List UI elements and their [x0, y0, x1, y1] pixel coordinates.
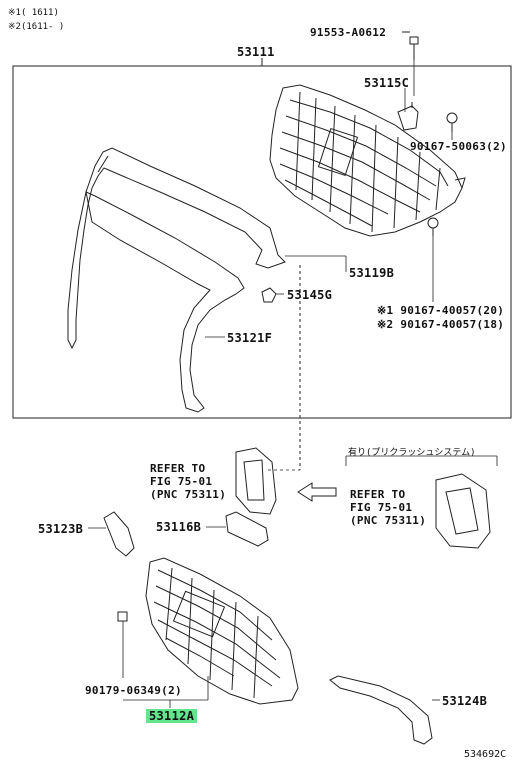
part-label-90167-40057-18[interactable]: ※2 90167-40057(18) — [377, 318, 505, 331]
diagram-id: 534692C — [464, 749, 507, 760]
refer-right-line-3: (PNC 75311) — [350, 514, 427, 527]
part-label-53116b[interactable]: 53116B — [156, 520, 202, 534]
highlighted-part-number[interactable]: 53112A — [146, 709, 198, 723]
main-assembly-frame — [12, 65, 512, 419]
grille-53111-drawing — [269, 84, 466, 237]
clip-53145g-drawing — [261, 287, 277, 303]
screw-90167-40057-drawing — [427, 217, 439, 236]
part-label-53119b[interactable]: 53119B — [349, 266, 395, 280]
arrow-drawing — [297, 482, 337, 502]
part-label-53123b[interactable]: 53123B — [38, 522, 84, 536]
clip-90179-drawing — [117, 611, 128, 622]
refer-left-line-2: FIG 75-01 — [150, 475, 213, 488]
refer-left-line-1: REFER TO — [150, 462, 206, 475]
part-label-53112a[interactable]: 53112A — [146, 709, 198, 723]
part-53116b-drawing — [225, 511, 269, 547]
molding-53121f-drawing — [85, 191, 245, 413]
part-label-53111[interactable]: 53111 — [237, 45, 275, 59]
refer-right-line-2: FIG 75-01 — [350, 501, 413, 514]
part-label-53121f[interactable]: 53121F — [227, 331, 273, 345]
bracket-right-drawing — [435, 473, 491, 549]
cover-53123b-drawing — [103, 511, 135, 557]
bracket-left-drawing — [235, 447, 277, 515]
note-2: ※2(1611- ) — [8, 22, 65, 32]
molding-53119b-drawing — [67, 147, 286, 350]
note-1: ※1( 1611) — [8, 8, 59, 18]
precrash-label: 有り(プリクラッシュシステム) — [348, 448, 476, 458]
clip-53115c-drawing — [397, 102, 419, 131]
part-label-90167-40057-20[interactable]: ※1 90167-40057(20) — [377, 304, 505, 317]
part-label-91553-a0612[interactable]: 91553-A0612 — [310, 26, 387, 39]
refer-right-line-1: REFER TO — [350, 488, 406, 501]
molding-53124b-drawing — [329, 675, 433, 745]
grille-53112a-drawing — [145, 557, 299, 705]
refer-left-line-3: (PNC 75311) — [150, 488, 227, 501]
part-label-53124b[interactable]: 53124B — [442, 694, 488, 708]
bolt-91553-drawing — [402, 31, 419, 60]
part-label-90167-50063[interactable]: 90167-50063(2) — [410, 140, 507, 153]
part-label-53115c[interactable]: 53115C — [364, 76, 410, 90]
screw-90167-50063-drawing — [446, 112, 458, 132]
part-label-90179-06349[interactable]: 90179-06349(2) — [85, 684, 182, 697]
part-label-53145g[interactable]: 53145G — [287, 288, 333, 302]
